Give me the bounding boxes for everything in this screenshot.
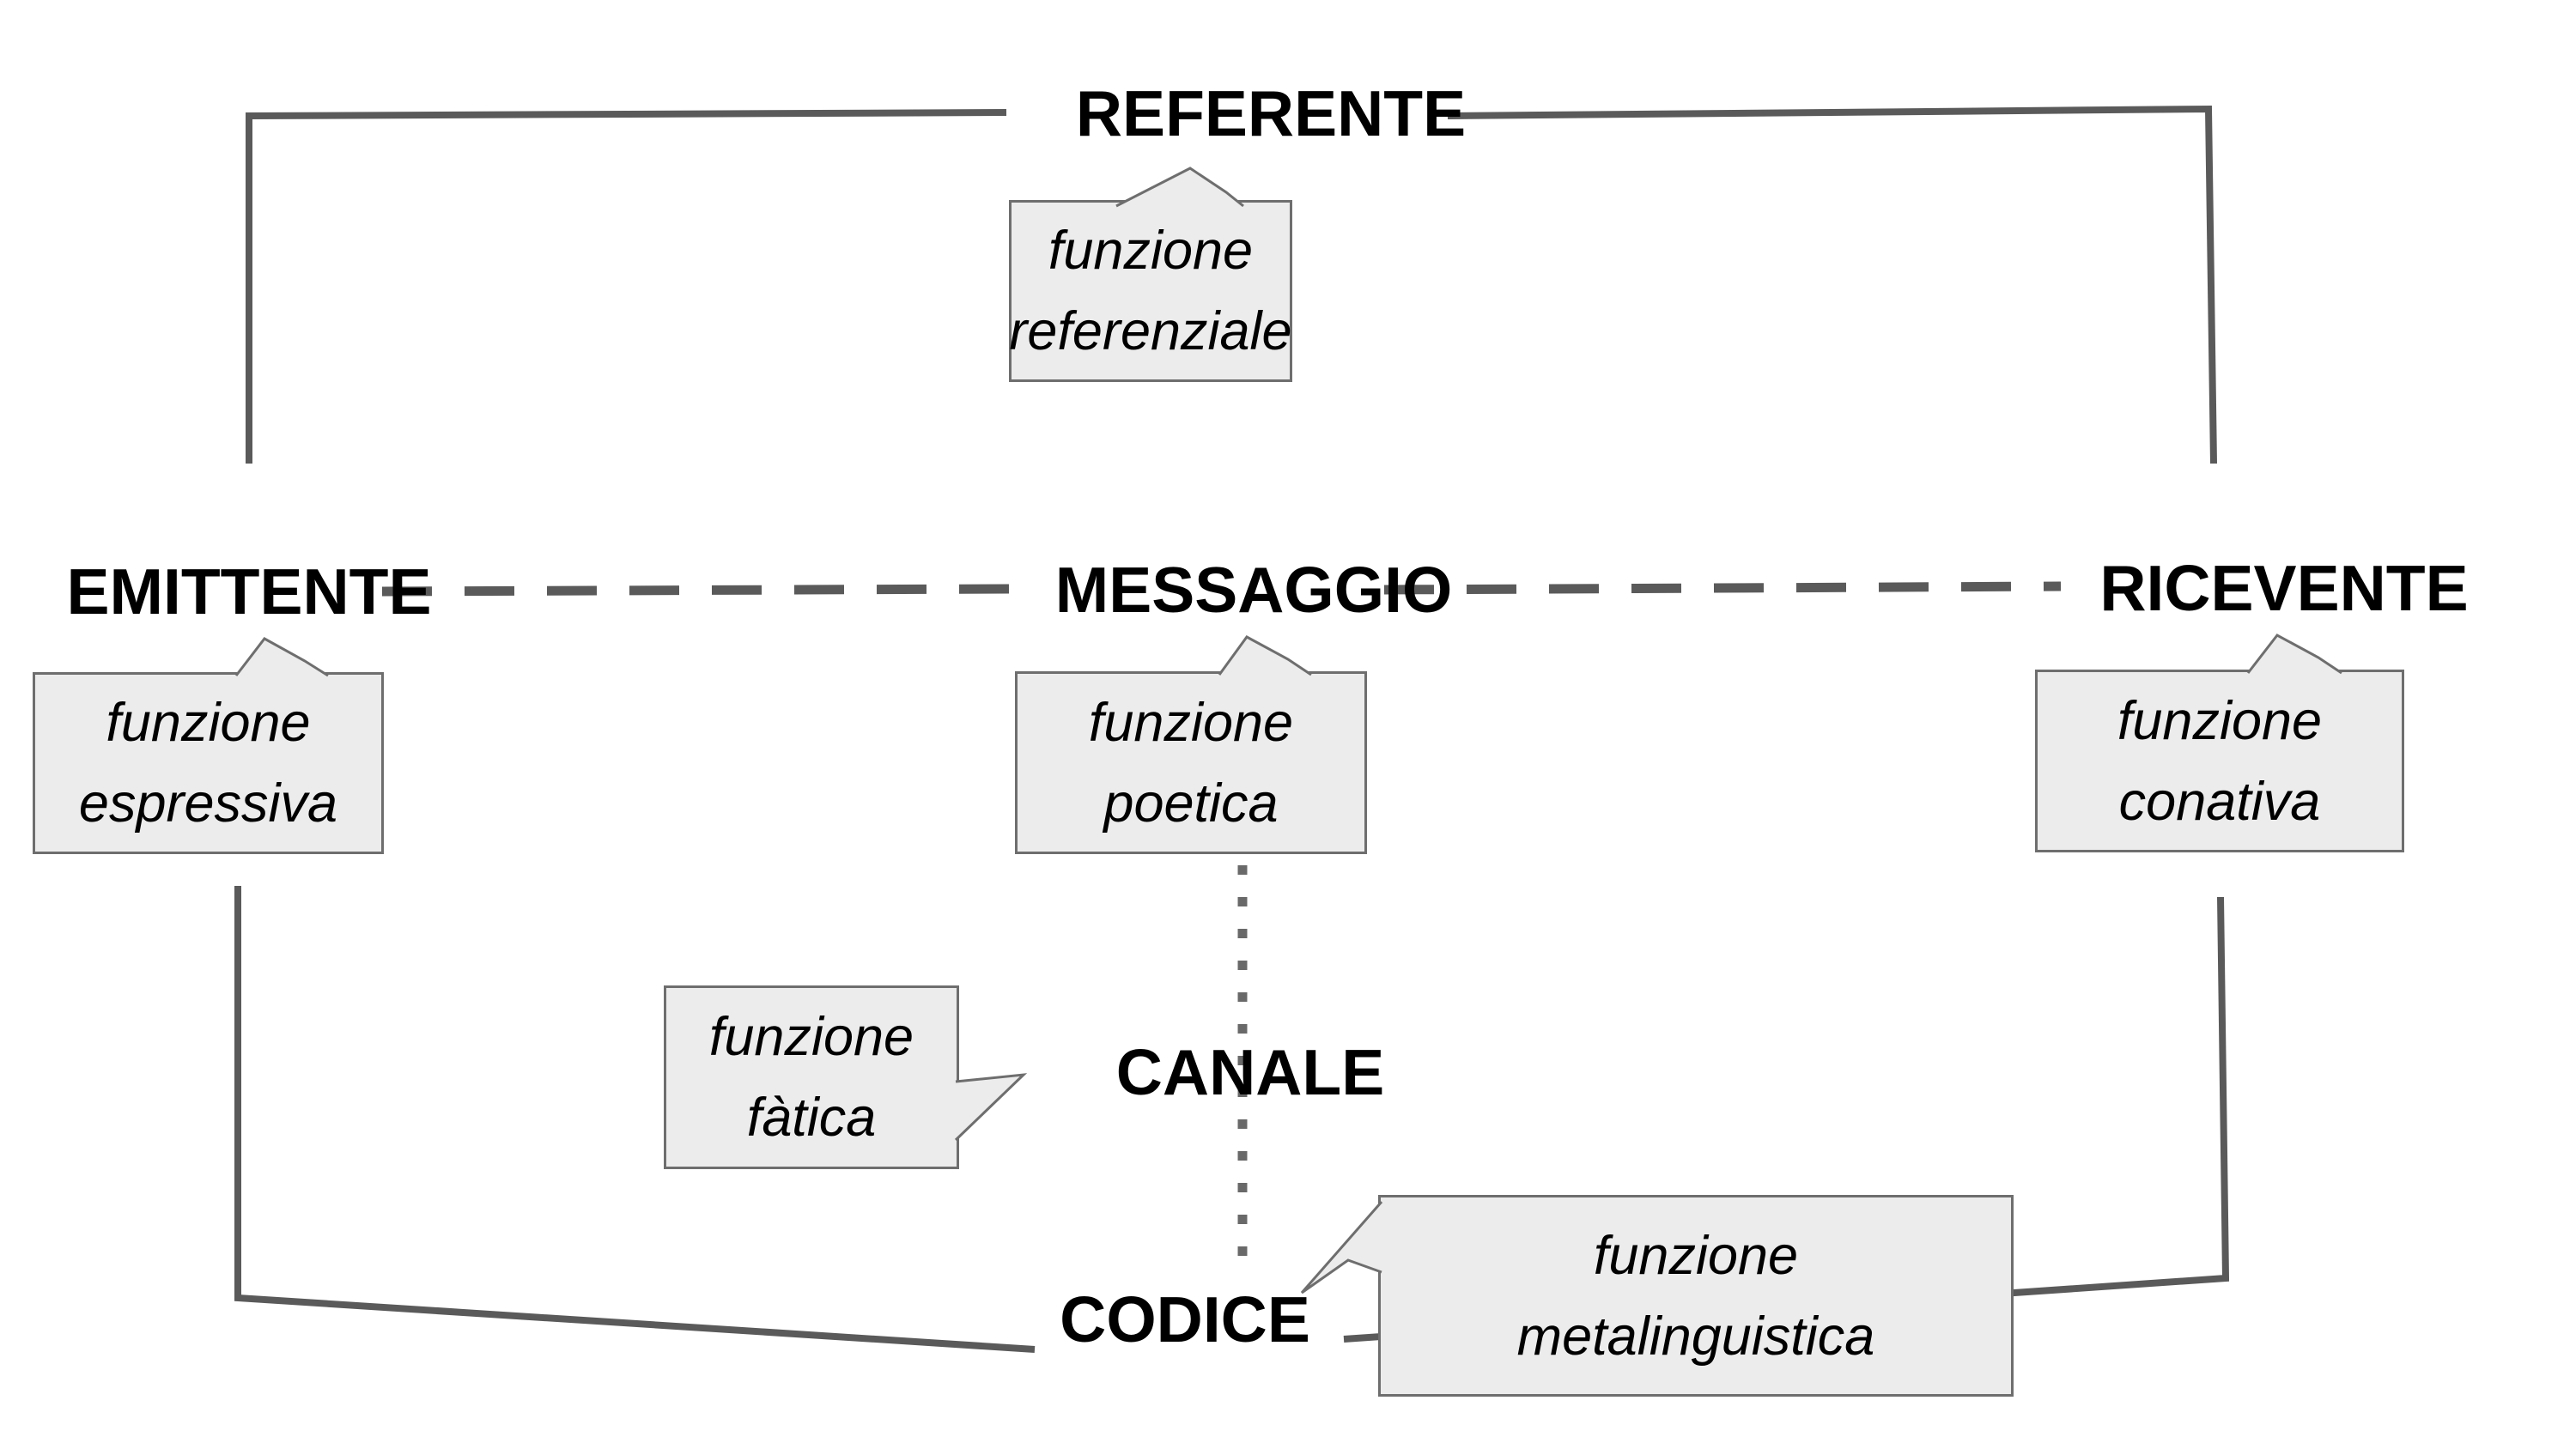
callout-funzione-fatica: funzione fàtica [664, 985, 959, 1169]
callout-text-line: metalinguistica [1516, 1306, 1875, 1367]
callout-funzione-conativa: funzione conativa [2035, 670, 2404, 852]
node-referente: REFERENTE [1075, 77, 1467, 149]
node-ricevente: RICEVENTE [2099, 552, 2469, 624]
callout-text-line: funzione [106, 693, 311, 753]
callout-text-line: referenziale [1009, 301, 1292, 361]
callout-funzione-referenziale: funzione referenziale [1009, 200, 1292, 382]
frame-line-bottom-left [234, 886, 1036, 1353]
node-emittente: EMITTENTE [66, 555, 432, 627]
callout-text-line: espressiva [78, 773, 338, 834]
callout-text-line: funzione [1593, 1225, 1799, 1286]
callout-text-line: funzione [1048, 221, 1254, 281]
node-canale: CANALE [1115, 1036, 1385, 1108]
node-codice: CODICE [1060, 1283, 1310, 1355]
frame-line-top-right [1447, 105, 2217, 464]
callout-text-line: funzione [708, 1007, 914, 1067]
callout-text-line: poetica [1103, 773, 1279, 834]
callout-text-line: funzione [1088, 692, 1294, 753]
dashed-line-emittente-messaggio [381, 584, 1014, 597]
callout-funzione-espressiva: funzione espressiva [33, 672, 384, 854]
dashed-line-messaggio-ricevente [1383, 581, 2062, 595]
callout-text-line: conativa [2118, 771, 2321, 832]
callout-text-line: funzione [2117, 690, 2323, 751]
node-messaggio: MESSAGGIO [1054, 554, 1453, 626]
callout-text-line: fàtica [746, 1088, 877, 1148]
callout-funzione-metalinguistica: funzione metalinguistica [1378, 1195, 2014, 1397]
callout-funzione-poetica: funzione poetica [1015, 671, 1367, 854]
frame-line-top-left [246, 109, 1007, 464]
